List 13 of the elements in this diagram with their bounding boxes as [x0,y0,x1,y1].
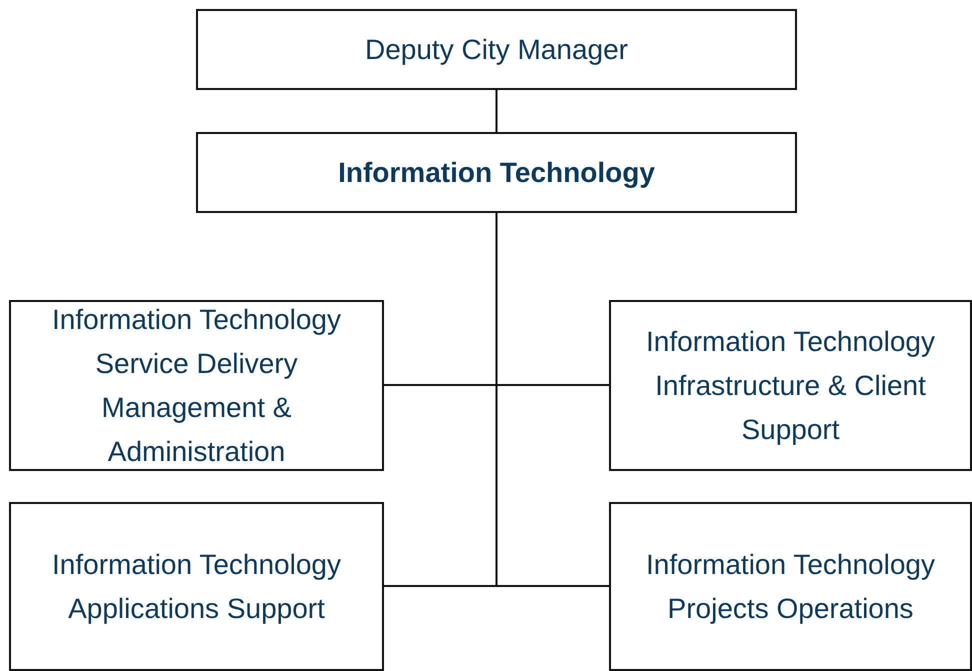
org-unit-box [609,300,972,471]
unit-name: Information Technology Applications Support [51,548,342,626]
connector-line [496,90,498,132]
unit-name: Information Technology [337,156,656,190]
unit-name: Information Technology Infrastructure & Client Support [645,324,936,447]
unit-name: Deputy City Manager [364,32,629,67]
org-unit-box [196,132,797,213]
org-unit-box [609,502,972,671]
org-unit-box [9,300,384,471]
unit-name: Information Technology Service Delivery Management & Administration [51,302,342,468]
org-unit-box [9,502,384,671]
unit-name: Information Technology Projects Operations [645,548,936,626]
org-unit-box [196,9,797,90]
